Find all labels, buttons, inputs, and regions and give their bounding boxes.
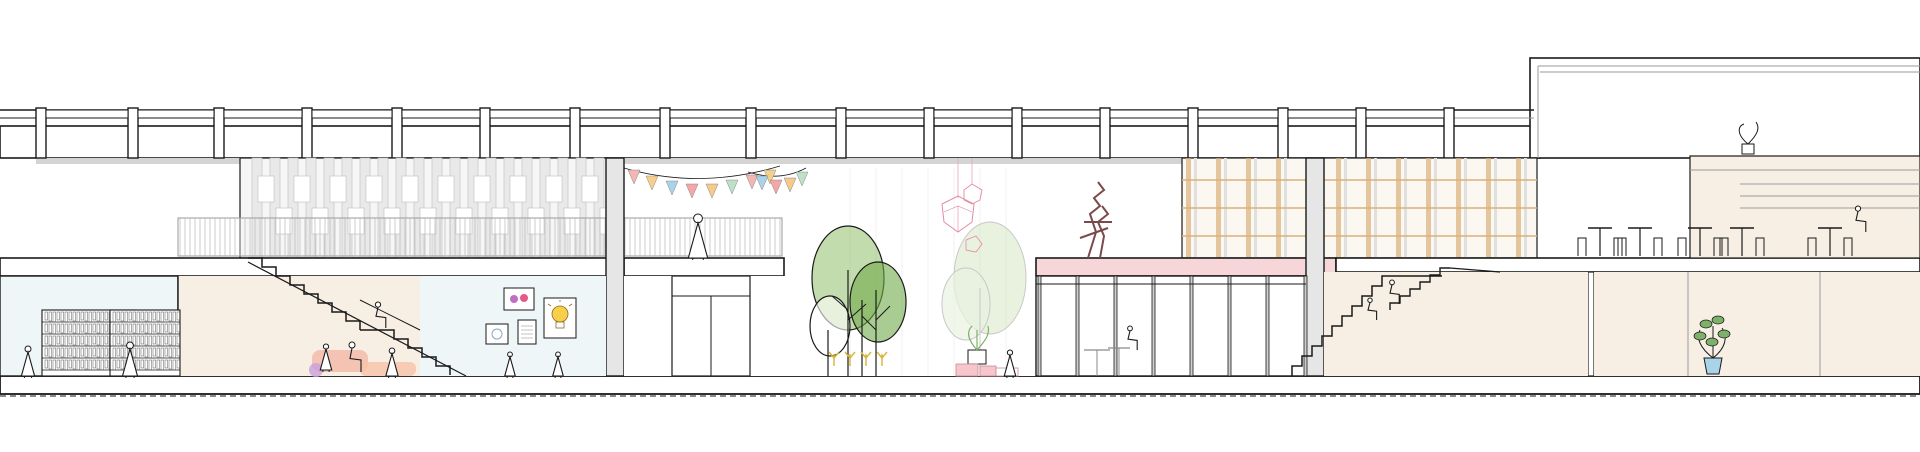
person-icon [319, 343, 333, 372]
upper-terrace [1577, 121, 1920, 259]
potted-plant-icon [1693, 315, 1731, 375]
ground-slab [0, 375, 1920, 395]
tree-icon [809, 221, 1027, 376]
mezzanine-slab-center [623, 257, 785, 277]
bunting-flags-icon [623, 165, 809, 199]
roof-post [569, 107, 581, 159]
hanging-lantern-icon [941, 158, 983, 253]
clerestory-screens [177, 157, 1538, 259]
person-icon [385, 347, 399, 378]
potted-plant-icon [1741, 143, 1755, 155]
ball [309, 363, 323, 377]
sculpture-icon [1079, 181, 1112, 259]
person-icon [374, 301, 387, 328]
person-icon [1389, 279, 1400, 304]
person-icon [121, 341, 139, 378]
roof-post [1355, 107, 1367, 159]
roof-post [1277, 107, 1289, 159]
beige-room-right [1324, 272, 1588, 376]
stair-icon [247, 257, 1501, 377]
roof-slab [0, 125, 1541, 159]
roof-beams [0, 107, 1534, 159]
roof-post [127, 107, 139, 159]
person-icon [1854, 205, 1867, 232]
roof-post [391, 107, 403, 159]
roof-shadow [36, 158, 1516, 164]
mezzanine-slab-pink [1035, 257, 1337, 277]
roof-post [1187, 107, 1199, 159]
person-icon [687, 213, 709, 260]
floor-slabs [0, 257, 1920, 397]
wall-art [503, 287, 535, 311]
roof-post [835, 107, 847, 159]
roof-post [35, 107, 47, 159]
roof-structure [0, 57, 1920, 164]
roof-post [745, 107, 757, 159]
person-icon [1367, 297, 1378, 320]
roof-post [479, 107, 491, 159]
mezzanine-slab-right [1335, 257, 1920, 273]
person-icon [551, 351, 565, 378]
roof-post [1099, 107, 1111, 159]
roof-post [1443, 107, 1455, 159]
lightbulb-icon [543, 297, 577, 339]
beige-room-far-right [1594, 272, 1920, 376]
roof-post [923, 107, 935, 159]
gift-boxes [955, 363, 979, 377]
roof-high-block [1529, 57, 1920, 159]
roof-post [213, 107, 225, 159]
people [20, 205, 1867, 378]
potted-plant-icon [967, 349, 987, 365]
wall-art [517, 319, 537, 345]
furnishings [41, 158, 1731, 377]
mezzanine-slab-left [0, 257, 611, 277]
person-icon [348, 341, 362, 372]
roof-post [659, 107, 671, 159]
wall-art [485, 323, 509, 345]
terrace-wall [1689, 155, 1920, 259]
person-icon [20, 345, 36, 378]
bookshelf-icon [41, 309, 181, 377]
person-icon [1127, 325, 1138, 350]
person-icon [1003, 349, 1017, 378]
person-icon [503, 351, 517, 378]
roof-post [1011, 107, 1023, 159]
roof-post [301, 107, 313, 159]
